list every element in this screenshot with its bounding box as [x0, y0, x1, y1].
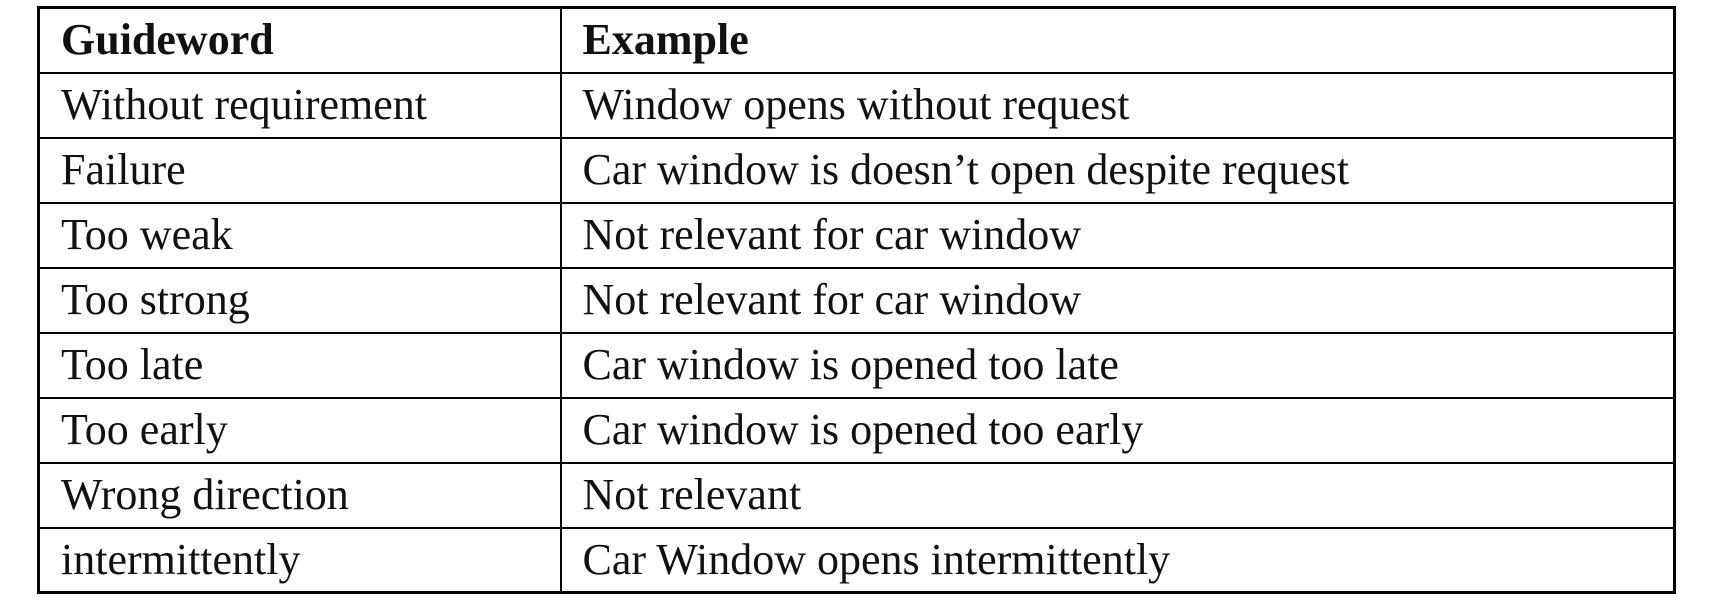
guideword-cell: Too strong — [37, 266, 562, 334]
table-row: Too early Car window is opened too early — [37, 396, 1676, 464]
example-cell: Window opens without request — [559, 71, 1676, 139]
example-cell: Not relevant for car window — [559, 201, 1676, 269]
table-header-row: Guideword Example — [37, 6, 1676, 74]
table-row: Failure Car window is doesn’t open despi… — [37, 136, 1676, 204]
guideword-cell: intermittently — [37, 526, 562, 594]
table-row: Without requirement Window opens without… — [37, 71, 1676, 139]
example-cell: Not relevant for car window — [559, 266, 1676, 334]
guideword-cell: Too early — [37, 396, 562, 464]
example-cell: Car window is opened too early — [559, 396, 1676, 464]
example-cell: Not relevant — [559, 461, 1676, 529]
example-cell: Car window is opened too late — [559, 331, 1676, 399]
table-row: intermittently Car Window opens intermit… — [37, 526, 1676, 594]
guideword-cell: Too late — [37, 331, 562, 399]
table-row: Wrong direction Not relevant — [37, 461, 1676, 529]
table-row: Too weak Not relevant for car window — [37, 201, 1676, 269]
table-row: Too strong Not relevant for car window — [37, 266, 1676, 334]
example-cell: Car window is doesn’t open despite reque… — [559, 136, 1676, 204]
column-header-example: Example — [559, 6, 1676, 74]
guideword-cell: Wrong direction — [37, 461, 562, 529]
table-row: Too late Car window is opened too late — [37, 331, 1676, 399]
example-cell: Car Window opens intermittently — [559, 526, 1676, 594]
guideword-cell: Failure — [37, 136, 562, 204]
column-header-guideword: Guideword — [37, 6, 562, 74]
guideword-example-table: Guideword Example Without requirement Wi… — [37, 6, 1676, 594]
guideword-cell: Too weak — [37, 201, 562, 269]
guideword-cell: Without requirement — [37, 71, 562, 139]
